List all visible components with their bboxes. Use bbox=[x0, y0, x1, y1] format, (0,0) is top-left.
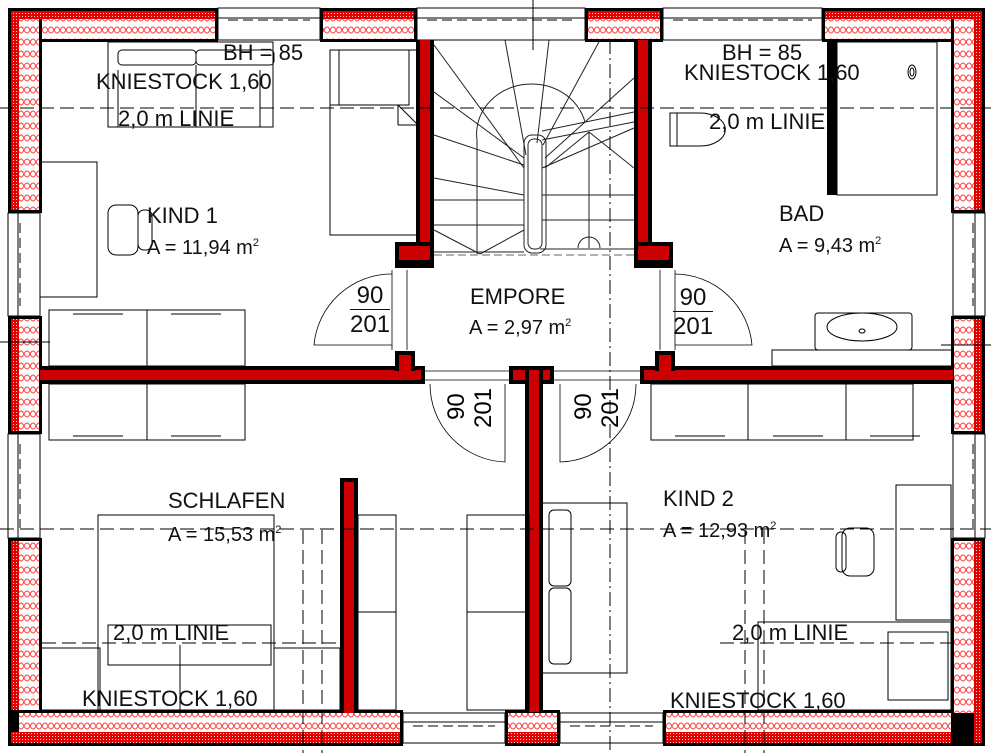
construction-lines bbox=[0, 40, 991, 753]
windows bbox=[7, 7, 986, 744]
interior-walls bbox=[40, 40, 953, 713]
door-swings bbox=[313, 270, 753, 463]
room-area-kind1: A = 11,94 m2 bbox=[147, 237, 259, 259]
door-dimension-schlafen: 90 bbox=[443, 393, 470, 420]
bh-label-right: BH = 85 bbox=[722, 40, 803, 65]
room-area-bad: A = 9,43 m2 bbox=[779, 235, 882, 257]
door-dimension-kind2-height: 201 bbox=[597, 387, 624, 428]
staircase bbox=[433, 39, 635, 256]
room-name-empore: EMPORE bbox=[470, 284, 566, 309]
room-name-kind1: KIND 1 bbox=[147, 203, 218, 228]
door-dimension-schlafen-height: 201 bbox=[470, 387, 497, 428]
kniestock-label-bottom-left: KNIESTOCK 1,60 bbox=[82, 686, 258, 711]
room-area-kind2: A = 12,93 m2 bbox=[663, 520, 777, 542]
axis-ticks bbox=[0, 0, 991, 346]
linie-label-top-left: 2,0 m LINIE bbox=[118, 106, 235, 131]
kniestock-label-top-right: KNIESTOCK 1,60 bbox=[684, 60, 860, 85]
bh-label-left: BH = 85 bbox=[223, 40, 304, 65]
room-name-kind2: KIND 2 bbox=[663, 486, 734, 511]
kniestock-label-bottom-right: KNIESTOCK 1,60 bbox=[670, 688, 846, 713]
furniture bbox=[39, 41, 954, 711]
linie-label-bottom-right: 2,0 m LINIE bbox=[732, 620, 849, 645]
linie-label-bottom-left: 2,0 m LINIE bbox=[113, 620, 230, 645]
kniestock-label-top-left: KNIESTOCK 1,60 bbox=[96, 69, 272, 94]
room-area-empore: A = 2,97 m2 bbox=[469, 317, 572, 339]
door-dimension-kind2: 90 bbox=[570, 393, 597, 420]
exterior-walls bbox=[8, 8, 985, 746]
room-area-schlafen: A = 15,53 m2 bbox=[168, 524, 282, 546]
linie-label-top-right: 2,0 m LINIE bbox=[709, 109, 826, 134]
room-name-schlafen: SCHLAFEN bbox=[168, 488, 286, 513]
room-name-bad: BAD bbox=[779, 201, 825, 226]
